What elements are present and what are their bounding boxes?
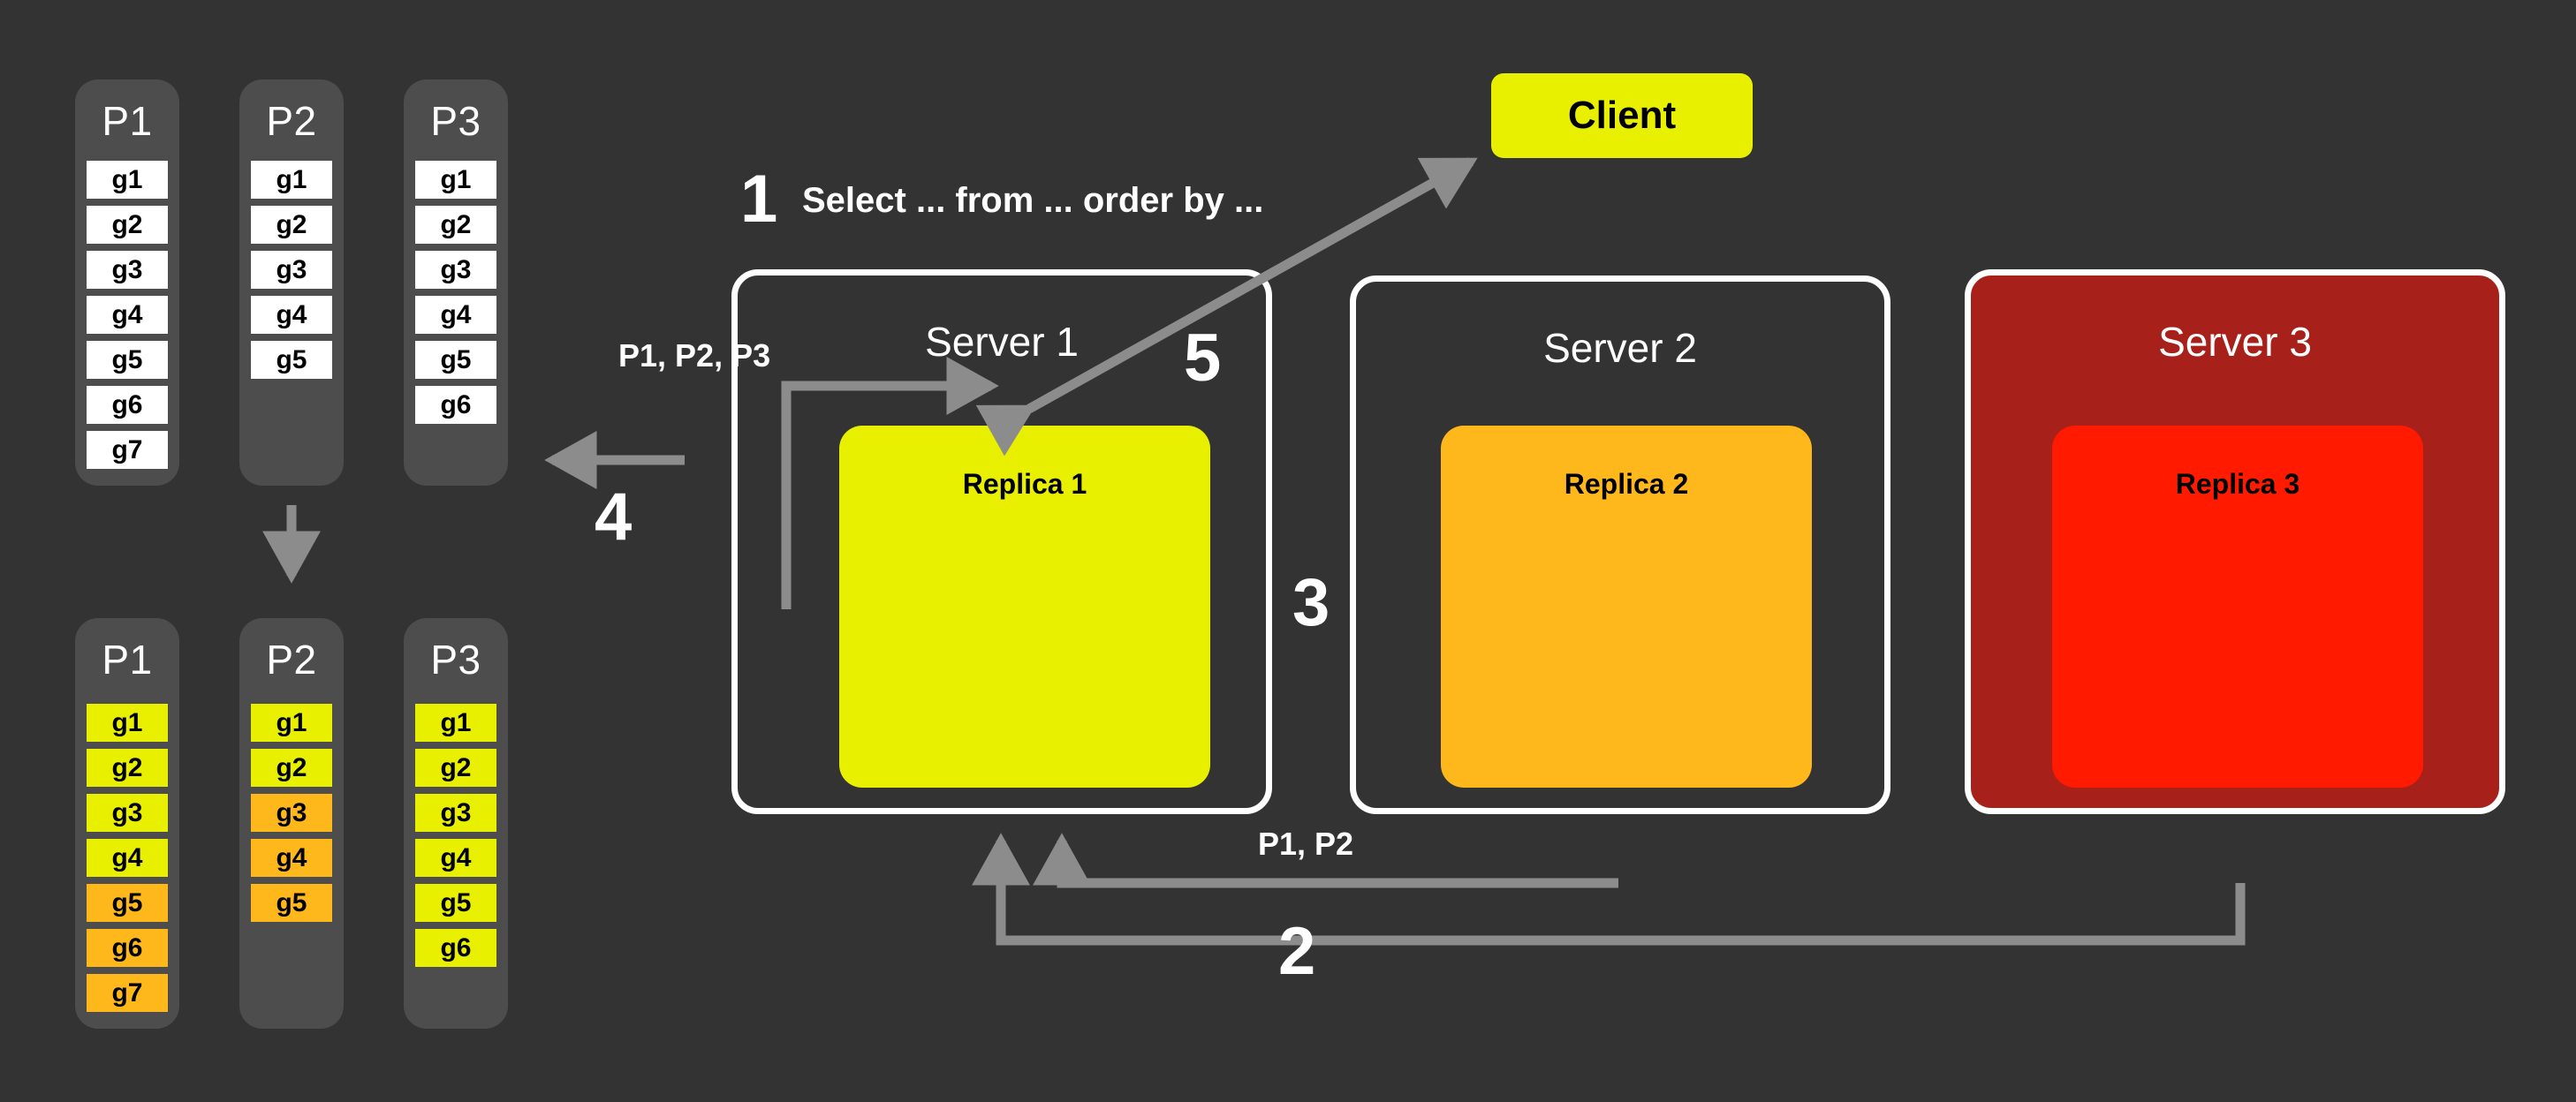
server-box-2[interactable]: Server 2 Replica 2 xyxy=(1350,276,1890,814)
partition-cell: g1 xyxy=(87,161,168,199)
step-number-4: 4 xyxy=(595,479,633,555)
partition-cell: g1 xyxy=(415,161,496,199)
partition-cell: g1 xyxy=(251,161,332,199)
server-title: Server 3 xyxy=(2158,319,2312,365)
partition-cell: g5 xyxy=(415,341,496,379)
partition-cell: g2 xyxy=(415,749,496,787)
partition-cell: g5 xyxy=(415,884,496,922)
partition-cell: g3 xyxy=(87,794,168,832)
partition-title: P3 xyxy=(430,637,481,683)
partition-cell: g3 xyxy=(87,251,168,289)
partition-cell: g4 xyxy=(415,296,496,334)
partition-cell: g4 xyxy=(251,839,332,877)
partition-title: P2 xyxy=(266,98,317,144)
partition-cell: g3 xyxy=(251,794,332,832)
partition-cell: g2 xyxy=(87,206,168,244)
partition-cell: g1 xyxy=(87,704,168,742)
partition-cell: g3 xyxy=(415,251,496,289)
partition-column-p2-before: P2 g1 g2 g3 g4 g5 xyxy=(239,79,344,486)
partition-cell: g1 xyxy=(251,704,332,742)
step-number-3: 3 xyxy=(1292,565,1330,640)
partition-column-p3-before: P3 g1 g2 g3 g4 g5 g6 xyxy=(404,79,508,486)
partition-cell: g7 xyxy=(87,974,168,1012)
query-label: Select ... from ... order by ... xyxy=(802,181,1264,220)
partition-title: P3 xyxy=(430,98,481,144)
arrow-step-2-server3 xyxy=(972,833,2246,946)
partition-cell: g2 xyxy=(251,749,332,787)
server-box-3[interactable]: Server 3 Replica 3 xyxy=(1965,269,2505,814)
partition-cell: g3 xyxy=(251,251,332,289)
partition-cell: g4 xyxy=(87,839,168,877)
partition-cell: g5 xyxy=(251,884,332,922)
partition-cell: g5 xyxy=(87,341,168,379)
label-partitions-all: P1, P2, P3 xyxy=(618,337,771,374)
partition-cell: g6 xyxy=(87,386,168,424)
partition-cell: g1 xyxy=(415,704,496,742)
partition-cell: g6 xyxy=(415,929,496,967)
partition-column-p2-after: P2 g1 g2 g3 g4 g5 xyxy=(239,618,344,1029)
client-box[interactable]: Client xyxy=(1491,73,1753,158)
partition-column-p3-after: P3 g1 g2 g3 g4 g5 g6 xyxy=(404,618,508,1029)
partition-cell: g4 xyxy=(251,296,332,334)
step-number-5: 5 xyxy=(1184,321,1222,396)
partition-cell: g2 xyxy=(87,749,168,787)
partition-cell: g5 xyxy=(87,884,168,922)
step-number-2: 2 xyxy=(1278,914,1316,989)
partition-column-p1-before: P1 g1 g2 g3 g4 g5 g6 g7 xyxy=(75,79,179,486)
replica-box-3[interactable]: Replica 3 xyxy=(2052,426,2423,788)
partition-cell: g2 xyxy=(251,206,332,244)
server-title: Server 2 xyxy=(1543,325,1697,371)
partition-cell: g4 xyxy=(87,296,168,334)
partition-cell: g4 xyxy=(415,839,496,877)
partition-cell: g6 xyxy=(415,386,496,424)
partition-cell: g3 xyxy=(415,794,496,832)
partition-cell: g7 xyxy=(87,431,168,469)
partition-title: P2 xyxy=(266,637,317,683)
replica-box-2[interactable]: Replica 2 xyxy=(1441,426,1812,788)
step-number-1: 1 xyxy=(740,162,778,237)
partition-column-p1-after: P1 g1 g2 g3 g4 g5 g6 g7 xyxy=(75,618,179,1029)
partition-cell: g2 xyxy=(415,206,496,244)
partition-cell: g5 xyxy=(251,341,332,379)
label-partitions-p1p2: P1, P2 xyxy=(1258,826,1354,862)
replica-box-1[interactable]: Replica 1 xyxy=(839,426,1210,788)
partition-cell: g6 xyxy=(87,929,168,967)
partition-title: P1 xyxy=(102,98,153,144)
partition-title: P1 xyxy=(102,637,153,683)
